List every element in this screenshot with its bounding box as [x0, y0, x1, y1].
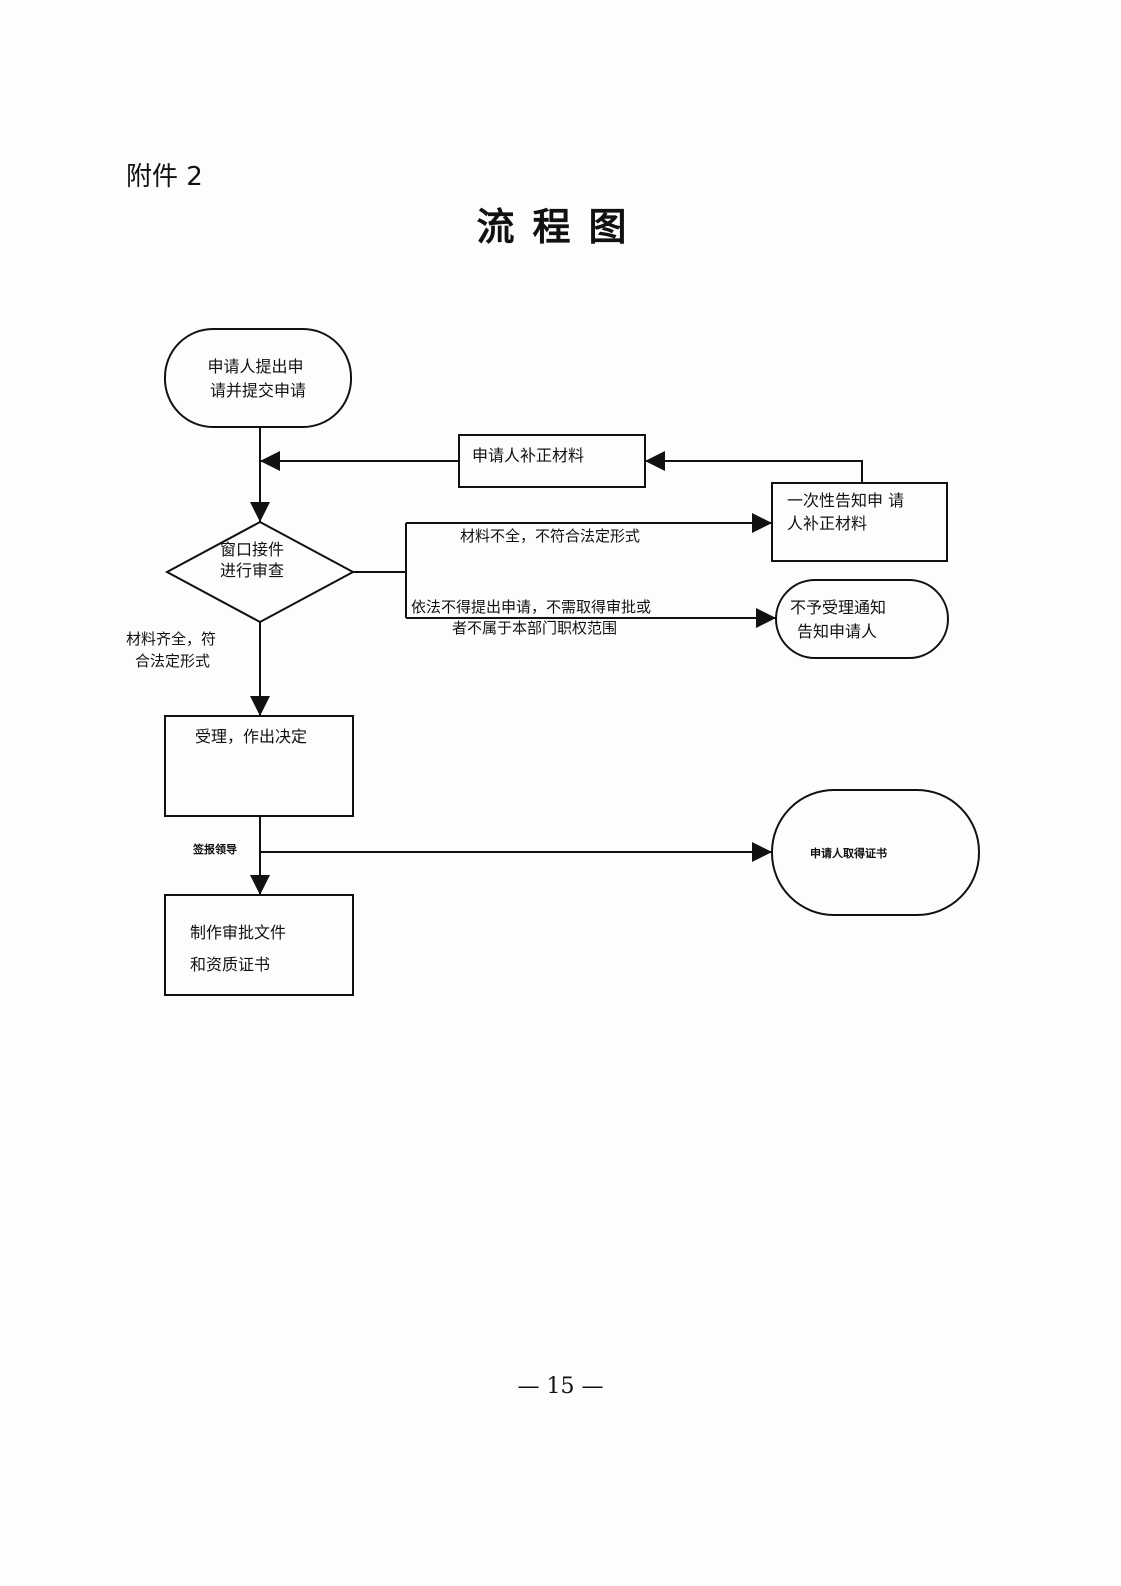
report-edge-label: 签报领导 [192, 842, 237, 856]
svg-text:申请人提出申 请并提交申请: 申请人提出申 请并提交申请 [207, 357, 308, 400]
produce-node [164, 894, 354, 996]
not-accepted-line-2: 者不属于本部门职权范围 [452, 619, 617, 637]
reject-node-line-1: 不予受理通知 [790, 598, 886, 617]
page-number: — 15 — [517, 1374, 604, 1399]
start-node-line-1: 申请人提出申 [207, 357, 303, 376]
reject-node [775, 579, 949, 659]
incomplete-edge-label: 材料不全，不符合法定形式 [460, 527, 640, 545]
svg-text:材料齐全，符 合法定形式: 材料齐全，符 合法定形式 [126, 630, 221, 670]
page-title: 流程图 [476, 205, 645, 249]
produce-node-line-1: 制作审批文件 [190, 923, 286, 942]
svg-text:不予受理通知 告知申请人: 不予受理通知 告知申请人 [790, 598, 891, 641]
start-node [164, 328, 352, 428]
review-node-line-2: 进行审查 [220, 561, 284, 580]
reject-node-line-2: 告知申请人 [797, 622, 877, 641]
svg-text:制作审批文件 和资质证书: 制作审批文件 和资质证书 [190, 923, 291, 974]
complete-edge-line-2: 合法定形式 [135, 652, 210, 670]
notify-once-line-1: 一次性告知申 请 [787, 491, 904, 510]
produce-node-line-2: 和资质证书 [190, 955, 270, 974]
supplement-node-label: 申请人补正材料 [472, 446, 584, 465]
certificate-obtained-label: 申请人取得证书 [810, 846, 887, 860]
not-accepted-line-1: 依法不得提出申请，不需取得审批或 [411, 598, 651, 616]
review-node-line-1: 窗口接件 [220, 540, 284, 559]
svg-text:依法不得提出申请，不需取得审批或 者不属于本部门职权: 依法不得提出申请，不需取得审批或 者不属于本部门职权范围 [411, 598, 656, 637]
complete-edge-line-1: 材料齐全，符 [126, 630, 216, 648]
notify-once-line-2: 人补正材料 [787, 514, 867, 533]
start-node-line-2: 请并提交申请 [210, 381, 306, 400]
svg-text:窗口接件 进行审查: 窗口接件 进行审查 [220, 540, 289, 580]
notify-to-supplement-arrow [645, 451, 863, 483]
attachment-label: 附件 2 [126, 162, 203, 192]
decide-node-label: 受理，作出决定 [195, 727, 307, 746]
svg-text:一次性告知申 请 人补正材料: 一次性告知申 请 人补正材料 [787, 491, 909, 533]
